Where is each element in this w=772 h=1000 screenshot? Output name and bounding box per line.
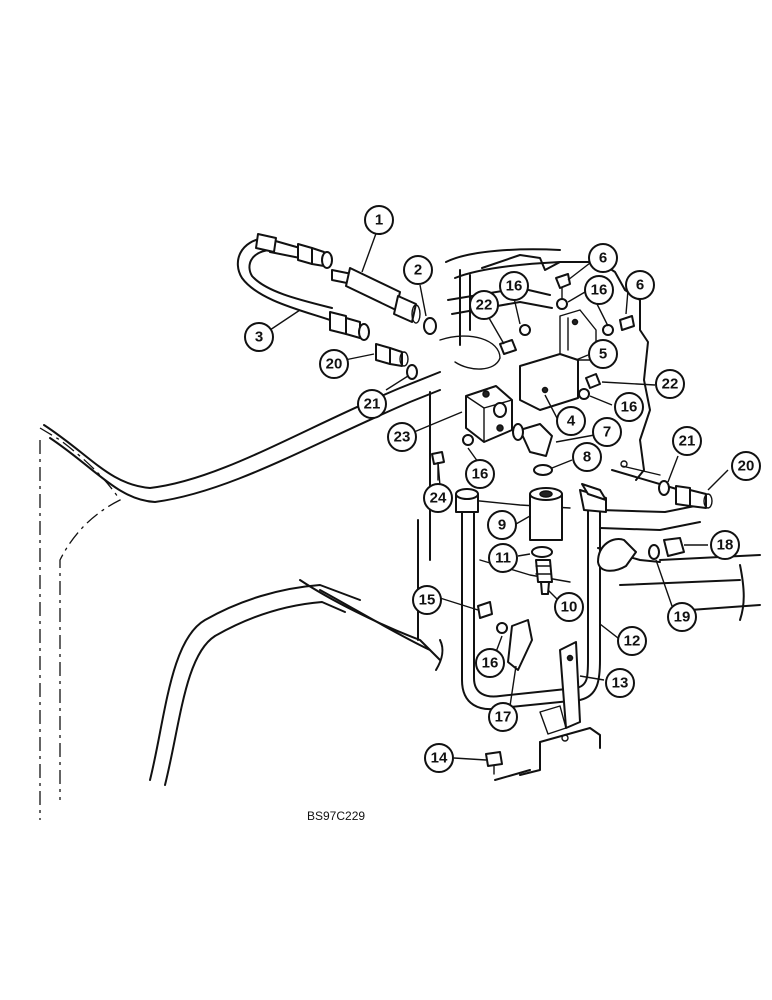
callout-21-left: 21 [357,389,387,419]
callout-12: 12 [617,626,647,656]
callout-label: 3 [255,329,263,346]
callout-label: 17 [495,709,512,726]
callout-label: 6 [599,250,607,267]
callout-label: 22 [476,297,493,314]
callout-label: 2 [414,262,422,279]
callout-label: 16 [482,655,499,672]
callout-15: 15 [412,585,442,615]
callout-21-right: 21 [672,426,702,456]
callout-19: 19 [667,602,697,632]
bolt-14 [485,751,503,775]
callout-label: 6 [636,277,644,294]
callout-16b: 16 [584,275,614,305]
machine-frame [39,248,761,820]
callout-label: 11 [495,550,511,567]
bracket-13 [539,641,581,735]
callout-7: 7 [592,417,622,447]
bolt-15 [477,601,493,619]
callout-16c: 16 [614,392,644,422]
callout-24: 24 [423,483,453,513]
clamp-17 [507,619,533,671]
callout-16a: 16 [499,271,529,301]
callout-label: 4 [567,413,576,430]
callout-20-left: 20 [319,349,349,379]
o-ring-21-left [406,364,418,380]
callout-label: 20 [738,458,755,475]
o-ring-11 [531,546,553,558]
callout-label: 19 [674,609,691,626]
callout-label: 16 [591,282,608,299]
callout-4: 4 [556,406,586,436]
adapter-20-right [675,485,713,509]
callout-label: 20 [326,356,343,373]
callout-label: 23 [394,429,411,446]
callout-18: 18 [710,530,740,560]
callout-label: 21 [679,433,696,450]
o-ring-2 [423,317,437,335]
callout-label: 15 [419,592,436,609]
o-ring-8 [533,464,553,476]
screw-6-top [555,273,571,289]
callout-6a: 6 [588,243,618,273]
callout-label: 12 [624,633,641,650]
callout-8: 8 [572,442,602,472]
callout-1: 1 [364,205,394,235]
callout-22a: 22 [469,290,499,320]
callout-label: 21 [364,396,381,413]
callout-label: 22 [662,376,679,393]
callout-22b: 22 [655,369,685,399]
fitting-10 [535,559,553,595]
callout-label: 7 [603,424,611,441]
callout-5: 5 [588,339,618,369]
plug-18 [663,537,685,557]
callout-16e: 16 [475,648,505,678]
tube-fitting-1 [331,267,421,324]
callout-label: 5 [599,346,607,363]
callout-17: 17 [488,702,518,732]
callout-20-right: 20 [731,451,761,481]
bracket-5 [519,309,597,411]
o-ring-19 [648,544,660,560]
callout-9: 9 [487,510,517,540]
callout-2: 2 [403,255,433,285]
elbow-fitting-7 [512,423,553,457]
callout-3: 3 [244,322,274,352]
callout-label: 13 [612,675,629,692]
callout-16d: 16 [465,459,495,489]
callout-label: 14 [431,750,448,767]
callout-label: 9 [498,517,506,534]
adapter-20-left [375,343,409,367]
callout-label: 1 [375,212,383,229]
filter-head-right [597,538,637,572]
callout-label: 10 [561,599,578,616]
leader-lines [269,227,729,761]
hose-3 [237,233,370,341]
callout-label: 16 [506,278,523,295]
hose-12 [455,483,607,710]
callout-13: 13 [605,668,635,698]
filter-9 [529,487,563,541]
callout-6b: 6 [625,270,655,300]
figure-code: BS97C229 [307,809,365,823]
valve-block-23 [465,385,513,443]
callout-23: 23 [387,422,417,452]
callout-label: 18 [717,537,734,554]
o-ring-21-right [658,480,670,496]
screw-6-right [619,315,635,331]
callout-10: 10 [554,592,584,622]
callout-label: 16 [621,399,638,416]
callout-label: 16 [472,466,489,483]
callout-11: 11 [488,543,518,573]
callout-label: 24 [430,490,447,507]
callout-14: 14 [424,743,454,773]
callout-label: 8 [583,449,591,466]
